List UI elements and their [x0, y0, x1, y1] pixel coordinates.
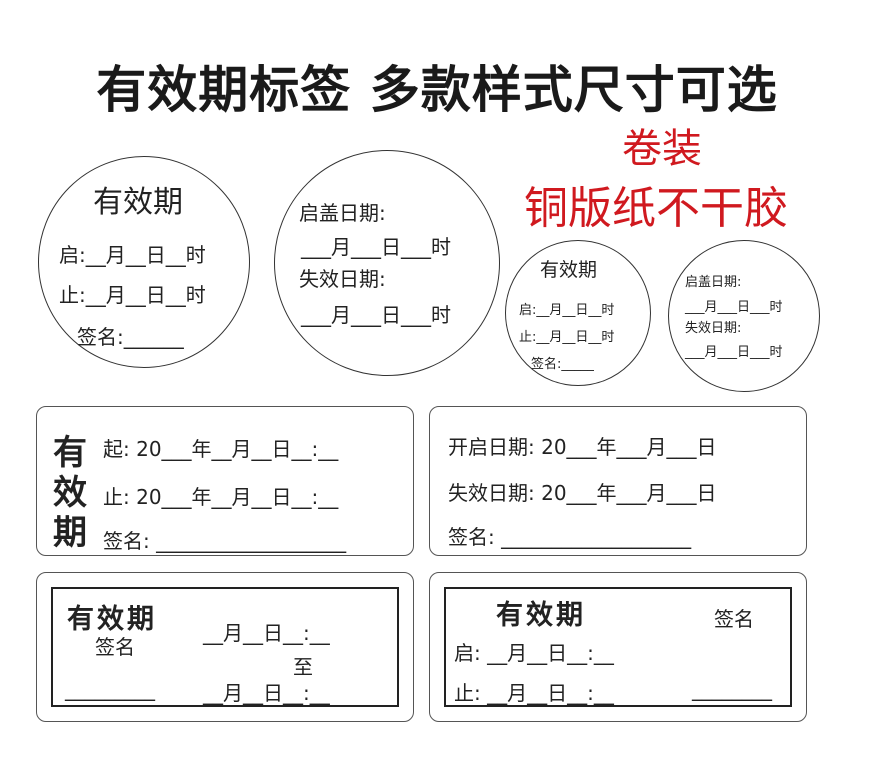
open-date-label: 启盖日期: [685, 275, 742, 290]
inner-frame [444, 587, 792, 707]
inner-frame [51, 587, 399, 707]
open-date-line: ___月___日___时 [685, 300, 783, 315]
open-date-line: 开启日期: 20___年___月___日 [448, 435, 717, 459]
signature-line: 签名: ___________________ [103, 529, 347, 553]
signature-label: 签名 [714, 607, 754, 631]
rect-label-validity-vertical: 有 效 期 起: 20___年__月__日__:__ 止: 20___年__月_… [36, 406, 414, 556]
signature-line: 签名: ___________________ [448, 525, 692, 549]
heading-char-3: 期 [53, 513, 87, 553]
end-time-line: 止:__月__日__时 [519, 330, 615, 345]
heading-char-2: 效 [53, 473, 87, 513]
rect-label-framed-start-end: 有效期 签名 启: __月__日__:__ 止: __月__日__:__ ___… [429, 572, 807, 722]
rect-label-open-date: 开启日期: 20___年___月___日 失效日期: 20___年___月___… [429, 406, 807, 556]
end-time-line: __月__日__:__ [203, 681, 330, 705]
circle-heading: 有效期 [93, 185, 183, 220]
start-time-line: __月__日__:__ [203, 621, 330, 645]
page-title: 有效期标签 多款样式尺寸可选 [96, 61, 778, 119]
label-heading: 有效期 [496, 600, 586, 631]
signature-line: _________ [65, 677, 155, 701]
circle-label-small-open-date: 启盖日期: ___月___日___时 失效日期: ___月___日___时 [668, 240, 820, 392]
circle-label-small-validity: 有效期 启:__月__日__时 止:__月__日__时 签名:_____ [505, 240, 651, 386]
start-time-line: 启:__月__日__时 [59, 243, 206, 267]
roll-packaging-text: 卷装 [622, 126, 702, 172]
expiry-date-line: 失效日期: 20___年___月___日 [448, 481, 717, 505]
expiry-date-line: ___月___日___时 [685, 345, 783, 360]
expiry-date-line: ___月___日___时 [301, 303, 451, 327]
open-date-label: 启盖日期: [299, 201, 386, 225]
expiry-date-label: 失效日期: [685, 321, 742, 336]
start-time-line: 起: 20___年__月__日__:__ [103, 437, 339, 461]
end-time-line: 止: 20___年__月__日__:__ [103, 485, 339, 509]
start-time-line: 启: __月__日__:__ [454, 641, 614, 665]
signature-line: 签名:_____ [531, 357, 594, 372]
circle-heading: 有效期 [540, 259, 598, 281]
rect-label-framed-range: 有效期 签名 __月__日__:__ 至 _________ __月__日__:… [36, 572, 414, 722]
paper-type-text: 铜版纸不干胶 [524, 183, 788, 234]
heading-char-1: 有 [53, 433, 87, 473]
circle-label-large-validity: 有效期 启:__月__日__时 止:__月__日__时 签名:______ [38, 156, 250, 368]
end-time-line: 止:__月__日__时 [59, 283, 206, 307]
signature-label: 签名 [95, 635, 135, 659]
signature-line: 签名:______ [77, 325, 184, 349]
start-time-line: 启:__月__日__时 [519, 303, 615, 318]
open-date-line: ___月___日___时 [301, 235, 451, 259]
signature-line: ________ [692, 677, 772, 701]
end-time-line: 止: __月__日__:__ [454, 681, 614, 705]
expiry-date-label: 失效日期: [299, 267, 386, 291]
label-heading: 有效期 [67, 604, 157, 635]
range-separator: 至 [293, 655, 313, 679]
circle-label-large-open-date: 启盖日期: ___月___日___时 失效日期: ___月___日___时 [274, 150, 500, 376]
